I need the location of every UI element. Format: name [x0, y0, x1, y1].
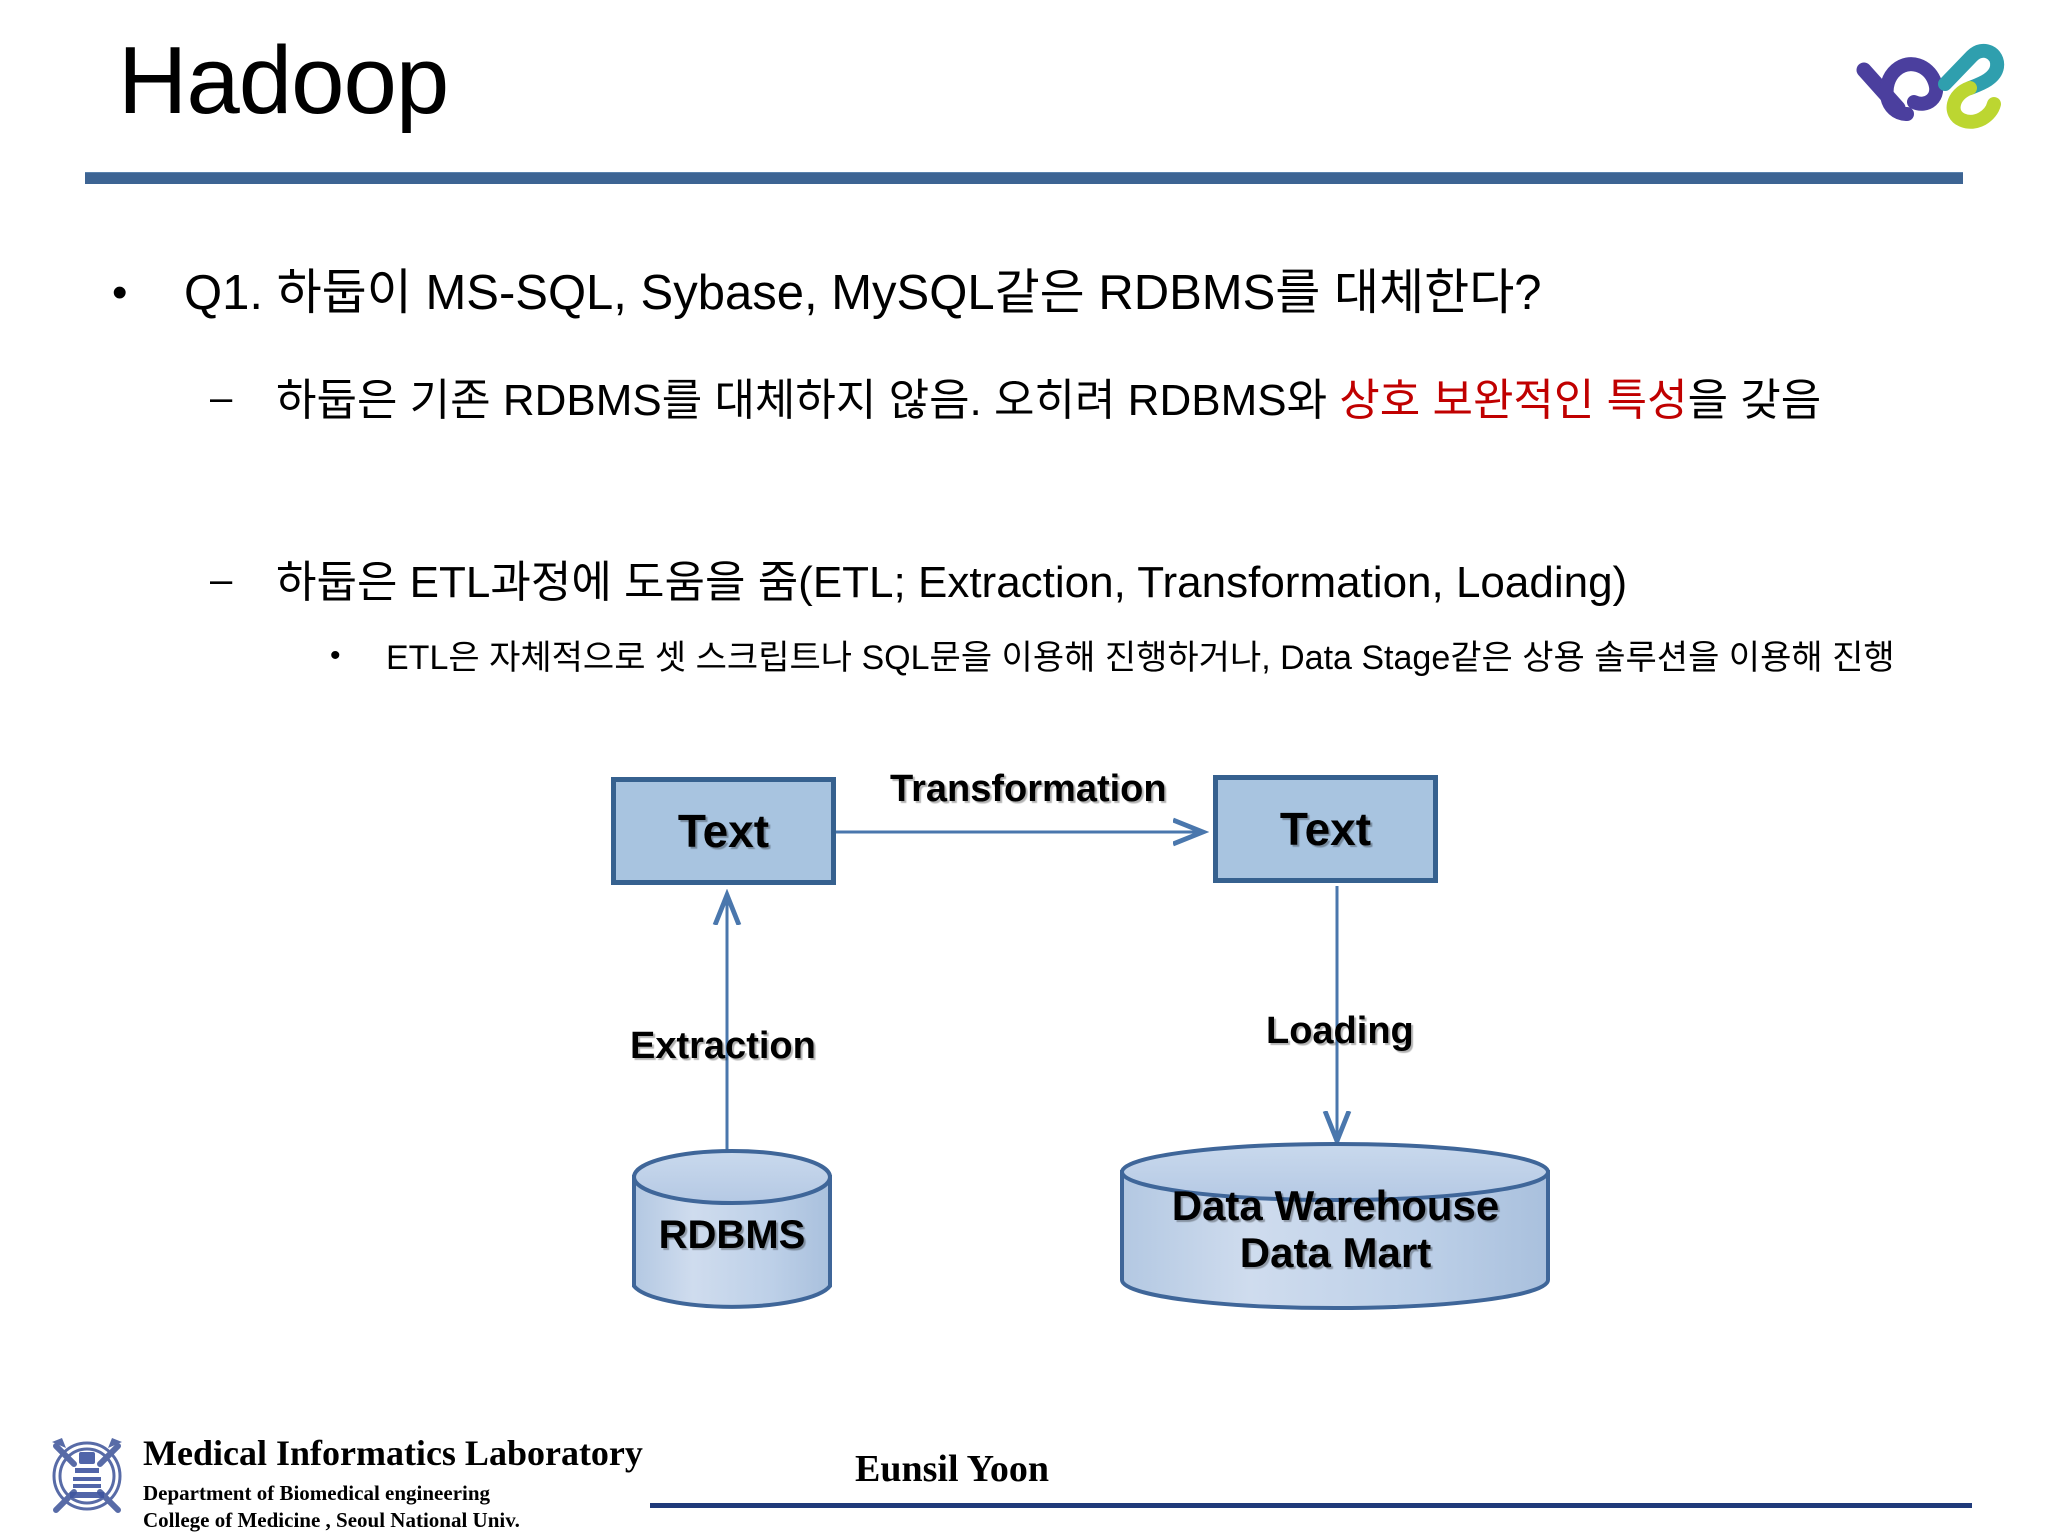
bullet-text-before: 하둡은 기존 RDBMS를 대체하지 않음. 오히려 RDBMS와 — [276, 376, 1340, 425]
bullet-text-after: 을 갖음 — [1687, 376, 1822, 425]
footer-divider — [650, 1503, 1972, 1508]
lab-department-line1: Department of Biomedical engineering — [143, 1481, 491, 1505]
bullet-marker: • — [112, 268, 128, 317]
bullet-level3-text: ETL은 자체적으로 셋 스크립트나 SQL문을 이용해 진행하거나, Data… — [386, 639, 1895, 677]
bullet-level2-etl: – 하둡은 ETL과정에 도움을 줌(ETL; Extraction, Tran… — [210, 548, 1970, 618]
page-title: Hadoop — [118, 27, 449, 134]
ms-monogram-logo — [1852, 22, 2012, 132]
bullet-level2-text: 하둡은 ETL과정에 도움을 줌(ETL; Extraction, Transf… — [276, 558, 1628, 607]
lab-department-line2: College of Medicine , Seoul National Uni… — [143, 1507, 520, 1532]
data-warehouse-line2: Data Mart — [1239, 1229, 1432, 1277]
lab-department: Department of Biomedical engineering Col… — [143, 1480, 520, 1534]
data-warehouse-label: Data Warehouse Data Mart — [1118, 1182, 1553, 1276]
university-seal-icon — [40, 1424, 135, 1524]
bullet-level1-q1: • Q1. 하둡이 MS-SQL, Sybase, MySQL같은 RDBMS를… — [112, 262, 1942, 324]
bullet-text-highlight: 상호 보완적인 특성 — [1339, 376, 1688, 425]
data-warehouse-cylinder: Data Warehouse Data Mart — [1118, 1140, 1553, 1305]
transformation-label: Transformation — [890, 768, 1167, 810]
loading-label: Loading — [1266, 1010, 1414, 1052]
bullet-level1-text: Q1. 하둡이 MS-SQL, Sybase, MySQL같은 RDBMS를 대… — [184, 266, 1542, 320]
bullet-marker: – — [210, 376, 233, 420]
data-warehouse-line1: Data Warehouse — [1171, 1182, 1500, 1229]
bullet-level2-text: 하둡은 기존 RDBMS를 대체하지 않음. 오히려 RDBMS와 상호 보완적… — [276, 366, 1821, 436]
rdbms-label: RDBMS — [658, 1213, 806, 1257]
presenter-name: Eunsil Yoon — [855, 1448, 1049, 1490]
rdbms-cylinder-shape — [632, 1149, 832, 1309]
etl-source-text-box: Text — [611, 777, 836, 885]
lab-name: Medical Informatics Laboratory — [143, 1433, 643, 1473]
etl-diagram: Text Text Transformation Extraction Load… — [0, 740, 2048, 1340]
etl-target-text-box: Text — [1213, 775, 1438, 883]
bullet-marker: • — [330, 639, 341, 672]
rdbms-cylinder: RDBMS — [632, 1153, 832, 1308]
bullet-level3-etl-detail: • ETL은 자체적으로 셋 스크립트나 SQL문을 이용해 진행하거나, Da… — [330, 630, 1950, 686]
bullet-marker: – — [210, 558, 233, 602]
bullet-level2-complementary: – 하둡은 기존 RDBMS를 대체하지 않음. 오히려 RDBMS와 상호 보… — [210, 366, 1970, 436]
header-divider — [85, 172, 1963, 184]
data-warehouse-cylinder-shape — [1120, 1142, 1550, 1310]
extraction-label: Extraction — [630, 1025, 816, 1067]
diagram-connectors — [632, 740, 1550, 1310]
